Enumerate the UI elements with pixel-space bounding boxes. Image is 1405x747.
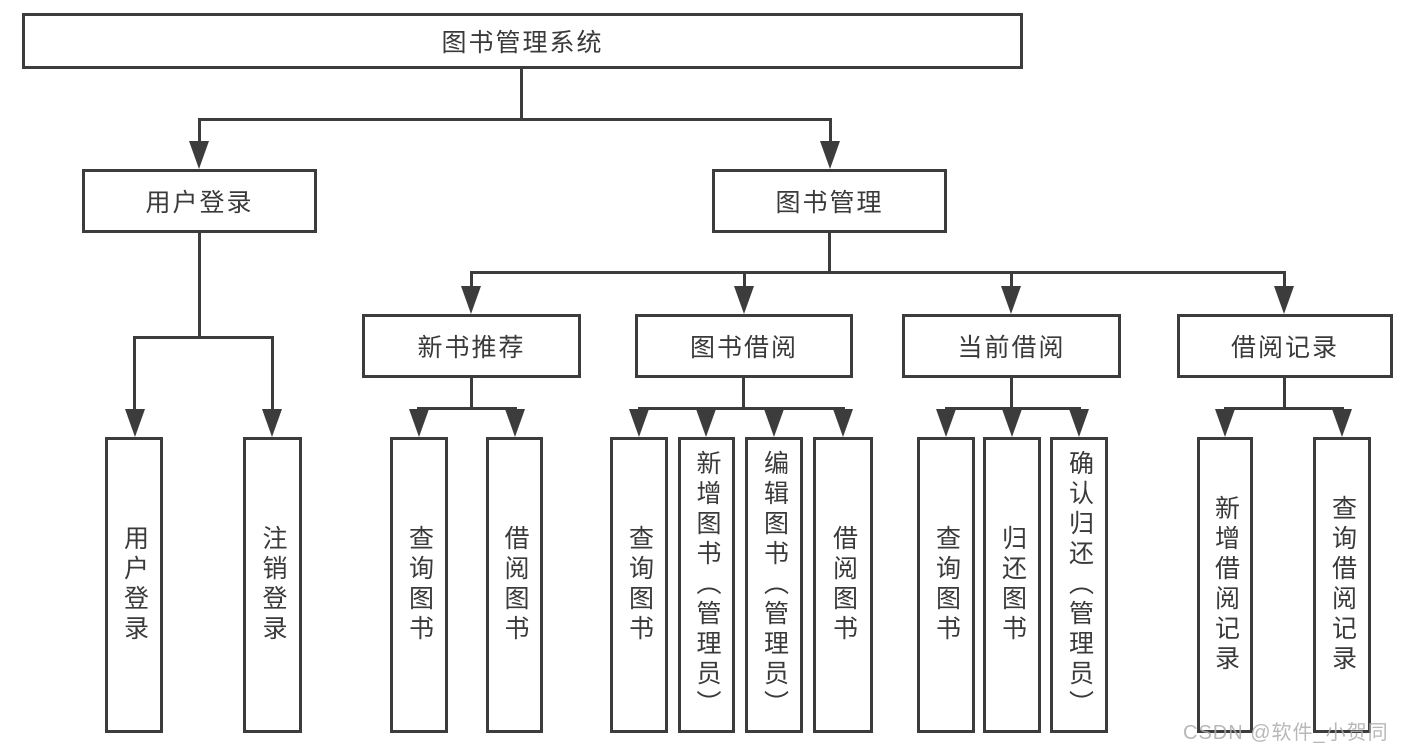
- node-user-login: 用户登录: [82, 169, 317, 233]
- arrowhead-down-icon: [1001, 286, 1021, 314]
- connector-line: [742, 378, 745, 410]
- connector-line: [1010, 378, 1013, 410]
- leaf-logout: 注销登录: [243, 437, 302, 733]
- leaf-confirm-return-admin: 确认归还（管理员）: [1050, 437, 1108, 733]
- node-book-borrow: 图书借阅: [635, 314, 853, 378]
- connector-line: [198, 118, 201, 148]
- connector-line: [133, 336, 136, 414]
- arrowhead-down-icon: [1274, 286, 1294, 314]
- connector-line: [1283, 271, 1286, 289]
- leaf-user-login: 用户登录: [105, 437, 163, 733]
- leaf-add-borrow-record: 新增借阅记录: [1197, 437, 1253, 733]
- arrowhead-down-icon: [125, 409, 145, 437]
- arrowhead-down-icon: [505, 409, 525, 437]
- arrowhead-down-icon: [1215, 409, 1235, 437]
- arrowhead-down-icon: [764, 409, 784, 437]
- connector-line: [417, 407, 517, 410]
- connector-line: [743, 271, 746, 289]
- node-book-management: 图书管理: [712, 169, 947, 233]
- leaf-query-books-3: 查询图书: [917, 437, 975, 733]
- connector-line: [470, 271, 473, 289]
- leaf-edit-books-admin: 编辑图书（管理员）: [745, 437, 803, 733]
- arrowhead-down-icon: [409, 409, 429, 437]
- leaf-query-borrow-record: 查询借阅记录: [1313, 437, 1371, 733]
- arrowhead-down-icon: [833, 409, 853, 437]
- connector-line: [198, 118, 832, 121]
- arrowhead-down-icon: [1069, 409, 1089, 437]
- connector-line: [1283, 378, 1286, 410]
- arrowhead-down-icon: [461, 286, 481, 314]
- connector-line: [271, 336, 274, 414]
- arrowhead-down-icon: [189, 141, 209, 169]
- node-new-book-recommend: 新书推荐: [362, 314, 581, 378]
- connector-line: [638, 407, 845, 410]
- arrowhead-down-icon: [734, 286, 754, 314]
- leaf-add-books-admin: 新增图书（管理员）: [678, 437, 735, 733]
- arrowhead-down-icon: [820, 141, 840, 169]
- connector-line: [198, 233, 201, 339]
- connector-line: [828, 233, 831, 274]
- arrowhead-down-icon: [936, 409, 956, 437]
- leaf-query-books-1: 查询图书: [390, 437, 448, 733]
- leaf-borrow-books-2: 借阅图书: [813, 437, 873, 733]
- arrowhead-down-icon: [1002, 409, 1022, 437]
- leaf-borrow-books-1: 借阅图书: [486, 437, 543, 733]
- connector-line: [520, 69, 523, 121]
- node-current-borrow: 当前借阅: [902, 314, 1121, 378]
- csdn-watermark: CSDN @软件_小贺同学: [1183, 722, 1389, 744]
- connector-line: [133, 336, 274, 339]
- arrowhead-down-icon: [1332, 409, 1352, 437]
- connector-line: [945, 407, 1081, 410]
- leaf-query-books-2: 查询图书: [610, 437, 668, 733]
- connector-line: [470, 271, 1286, 274]
- leaf-return-books: 归还图书: [983, 437, 1041, 733]
- node-root-system: 图书管理系统: [22, 13, 1023, 69]
- arrowhead-down-icon: [262, 409, 282, 437]
- connector-line: [470, 378, 473, 410]
- node-borrow-record: 借阅记录: [1177, 314, 1393, 378]
- arrowhead-down-icon: [629, 409, 649, 437]
- connector-line: [1224, 407, 1344, 410]
- connector-line: [829, 118, 832, 148]
- arrowhead-down-icon: [696, 409, 716, 437]
- connector-line: [1010, 271, 1013, 289]
